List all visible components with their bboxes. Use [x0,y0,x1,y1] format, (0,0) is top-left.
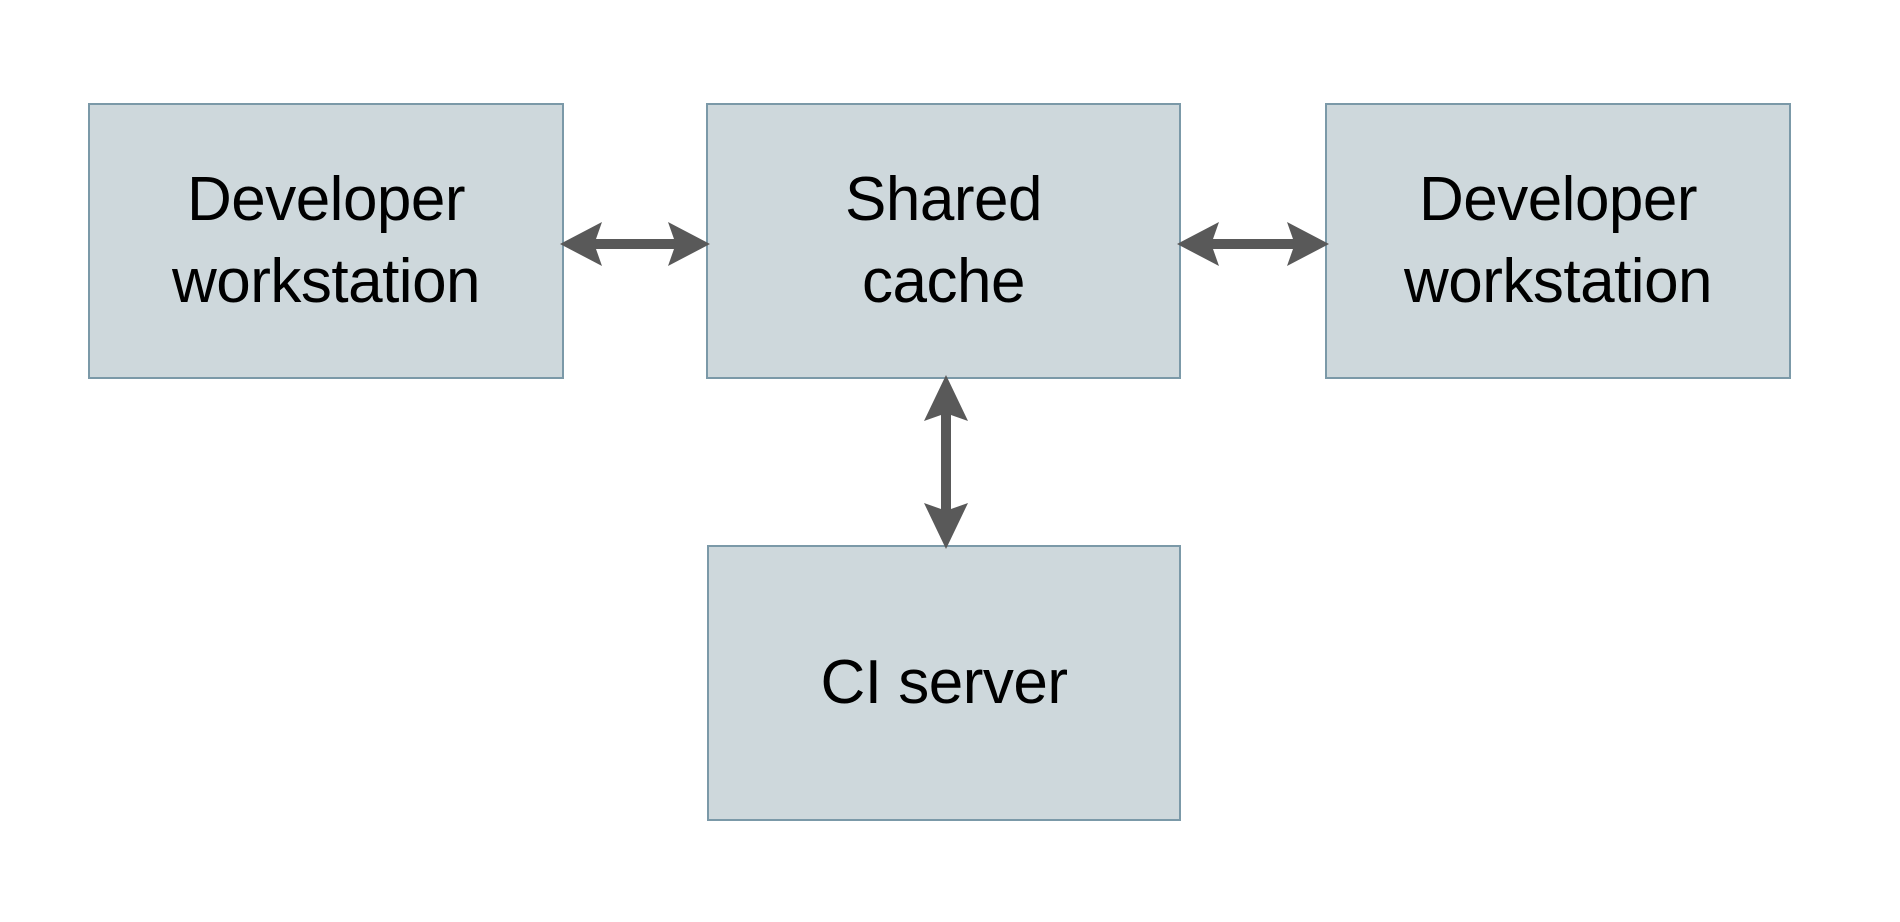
node-developer-workstation-right[interactable]: Developer workstation [1325,103,1791,379]
node-label-developer-workstation-right: Developer workstation [1403,165,1713,316]
edge-developer-left-to-shared-cache [560,216,710,272]
node-ci-server[interactable]: CI server [707,545,1181,821]
edge-shared-cache-to-developer-right [1177,216,1329,272]
double-arrow-vertical-icon [924,375,968,549]
double-arrow-horizontal-icon [1177,222,1329,266]
node-shared-cache[interactable]: Shared cache [706,103,1181,379]
double-arrow-horizontal-icon [560,222,710,266]
node-label-ci-server: CI server [820,648,1068,718]
node-label-developer-workstation-left: Developer workstation [171,165,481,316]
edge-shared-cache-to-ci-server [918,375,974,549]
node-developer-workstation-left[interactable]: Developer workstation [88,103,564,379]
node-label-shared-cache: Shared cache [845,165,1042,316]
